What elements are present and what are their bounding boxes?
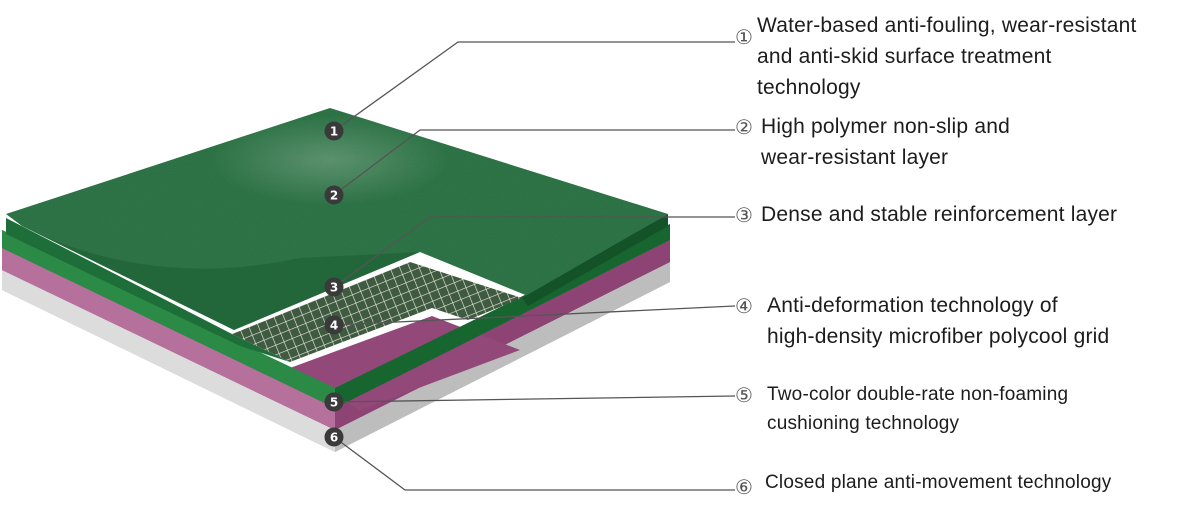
layer-6-number: ⑥	[735, 475, 754, 499]
badge-4-label: 4	[330, 319, 338, 333]
badge-2-label: 2	[330, 189, 338, 203]
layer-2-line-1: High polymer non-slip and	[761, 115, 1010, 138]
layer-5-line-2: cushioning technology	[767, 413, 960, 434]
layer-2-label: ② High polymer non-slip and wear-resista…	[735, 111, 1010, 173]
leader-line-1	[333, 41, 735, 132]
layer-6-label: ⑥ Closed plane anti-movement technology	[735, 467, 1112, 499]
leader-line-4	[333, 305, 736, 326]
layer-4-line-1: Anti-deformation technology of	[767, 294, 1058, 317]
leader-line-2	[333, 129, 735, 196]
layer-1-line-3: technology	[757, 76, 861, 99]
leader-lines	[333, 41, 736, 491]
layer-4-number: ④	[735, 294, 754, 318]
badge-5-label: 5	[330, 396, 338, 410]
layer-3-number: ③	[735, 203, 754, 227]
layer-1-label: ① Water-based anti-fouling, wear-resista…	[735, 10, 1137, 103]
layer-6-line-1: Closed plane anti-movement technology	[765, 472, 1112, 493]
badge-6-label: 6	[330, 431, 338, 445]
layer-2-number: ②	[735, 115, 754, 139]
layer-3-label: ③ Dense and stable reinforcement layer	[735, 199, 1117, 230]
badge-3-label: 3	[330, 281, 338, 295]
badge-4: 4	[324, 315, 344, 335]
badge-2: 2	[324, 185, 344, 205]
layer-1-line-2: and anti-skid surface treatment	[757, 45, 1052, 68]
leader-line-5	[333, 395, 736, 403]
layer-5-label: ⑤ Two-color double-rate non-foaming cush…	[735, 380, 1068, 438]
badge-6: 6	[324, 427, 344, 447]
layer-5-line-1: Two-color double-rate non-foaming	[767, 384, 1069, 405]
layer-6-base	[2, 262, 670, 452]
layer-3-line-1: Dense and stable reinforcement layer	[761, 203, 1118, 226]
layer-5-number: ⑤	[735, 383, 754, 407]
badge-3: 3	[324, 277, 344, 297]
layer-4-grid	[232, 262, 522, 362]
badge-1-label: 1	[330, 125, 338, 139]
layer-2-line-2: wear-resistant layer	[761, 146, 949, 169]
layer-4-line-2: high-density microfiber polycool grid	[767, 325, 1110, 348]
leader-line-3	[333, 216, 735, 288]
leader-line-6	[333, 436, 735, 491]
layer-1-number: ①	[735, 25, 754, 49]
layer-1-line-1: Water-based anti-fouling, wear-resistant	[757, 14, 1137, 37]
badge-1: 1	[324, 121, 344, 141]
badge-5: 5	[324, 392, 344, 412]
layer-4-label: ④ Anti-deformation technology of high-de…	[735, 290, 1109, 352]
layer-1-surface	[6, 108, 668, 330]
